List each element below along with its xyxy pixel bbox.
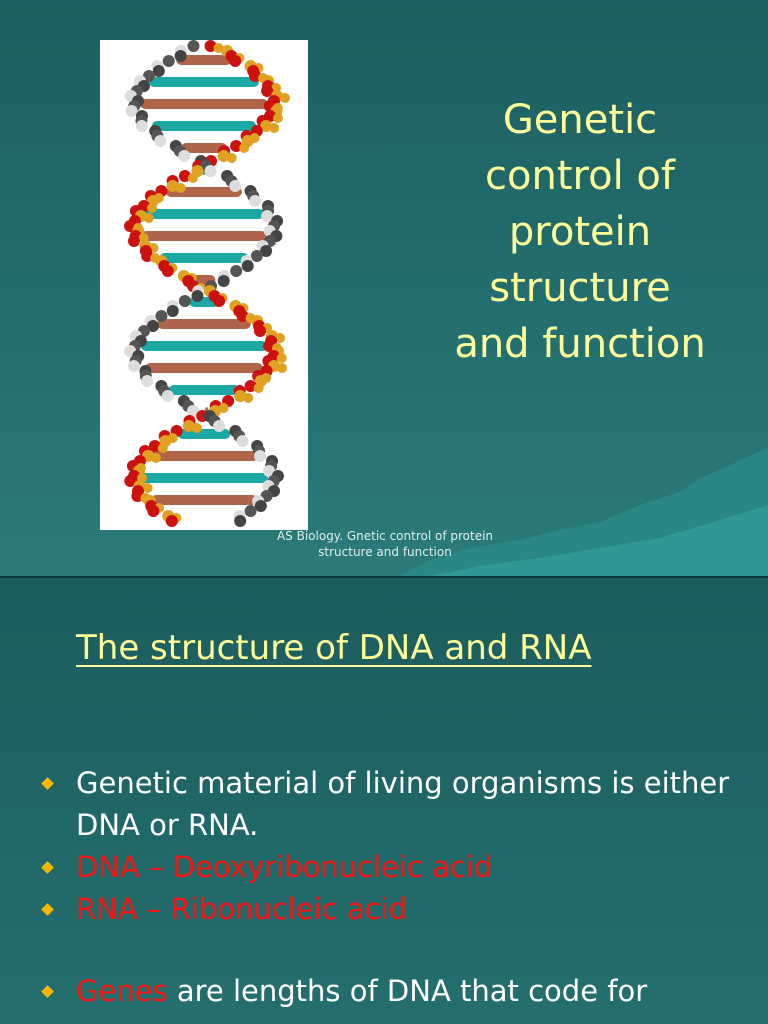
diamond-bullet-icon	[41, 985, 54, 998]
dna-helix-image	[100, 40, 308, 530]
title-line: protein	[508, 209, 652, 255]
diamond-bullet-icon	[41, 903, 54, 916]
slide-title: Genetic control of protein structure and…	[0, 0, 768, 576]
bullet-highlight: Genes	[76, 974, 168, 1008]
slide-title-text: Genetic control of protein structure and…	[430, 92, 730, 372]
title-line: control of	[485, 153, 675, 199]
bullet-text: Genetic material of living organisms is …	[76, 766, 730, 842]
bullet-text: DNA – Deoxyribonucleic acid	[76, 850, 493, 884]
slide-divider	[0, 576, 768, 578]
bullet-text: are lengths of DNA that code for	[167, 974, 648, 1008]
diamond-bullet-icon	[41, 777, 54, 790]
bullet-list: Genetic material of living organisms is …	[40, 762, 740, 1012]
dna-helix-icon	[124, 40, 291, 527]
title-line: structure	[489, 265, 671, 311]
slide-heading: The structure of DNA and RNA	[76, 628, 592, 668]
slide-caption: AS Biology. Gnetic control of protein st…	[276, 529, 494, 559]
diamond-bullet-icon	[41, 861, 54, 874]
bullet-item: Genetic material of living organisms is …	[40, 762, 740, 846]
mountain-silhouette	[400, 448, 768, 576]
bullet-item: DNA – Deoxyribonucleic acid	[40, 846, 740, 888]
bullet-text: RNA – Ribonucleic acid	[76, 892, 407, 926]
title-line: Genetic	[502, 97, 658, 143]
bullet-item: Genes are lengths of DNA that code for	[40, 970, 740, 1012]
bullet-item: RNA – Ribonucleic acid	[40, 888, 740, 930]
slide-content: The structure of DNA and RNA Genetic mat…	[0, 578, 768, 1024]
title-line: and function	[454, 321, 706, 367]
